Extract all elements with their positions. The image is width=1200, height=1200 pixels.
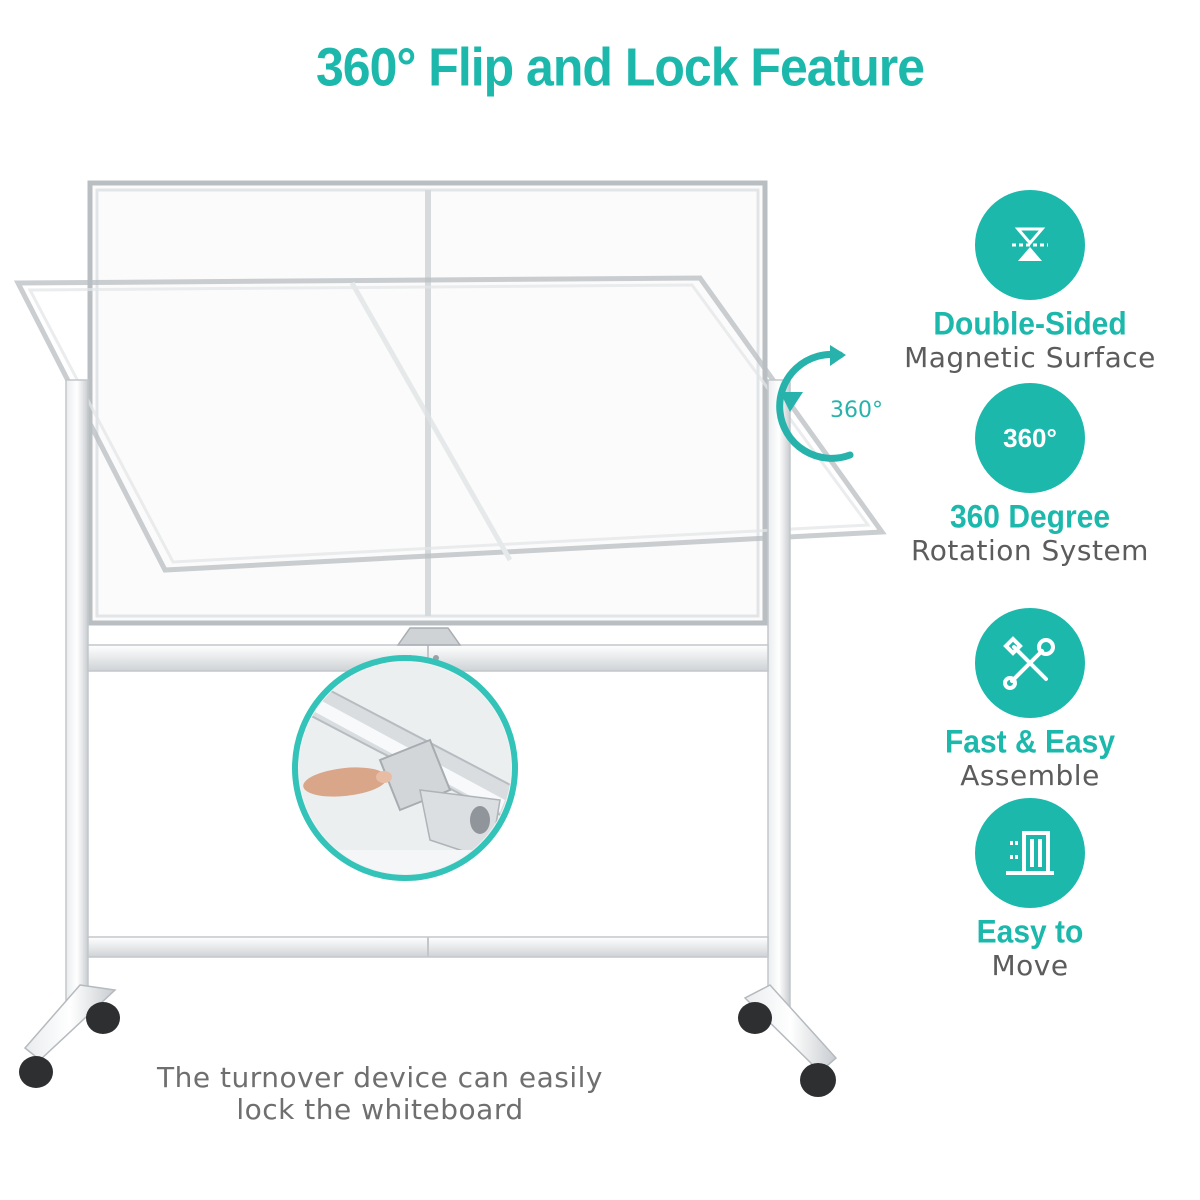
right-leg xyxy=(767,379,791,1011)
lock-caption: The turnover device can easily lock the … xyxy=(100,1062,660,1126)
feature-subtext: Assemble xyxy=(960,759,1100,792)
caption-line-1: The turnover device can easily xyxy=(157,1061,603,1094)
lock-device xyxy=(396,627,462,646)
feature-heading: Double-Sided xyxy=(933,306,1127,343)
hourglass-icon xyxy=(975,190,1085,300)
feature-heading: Easy to xyxy=(976,914,1084,951)
feature-subtext: Magnetic Surface xyxy=(904,341,1156,374)
tilted-board-ghost xyxy=(13,275,887,573)
feature-rotation: 360° 360 Degree Rotation System xyxy=(900,383,1160,567)
whiteboard-illustration xyxy=(13,180,887,1097)
feature-heading: 360 Degree xyxy=(949,499,1111,536)
feature-move: Easy to Move xyxy=(900,798,1160,982)
rotate-arrow-icon xyxy=(776,350,854,462)
rotate-360-icon: 360° xyxy=(975,383,1085,493)
left-leg xyxy=(65,379,89,1011)
lock-closeup xyxy=(292,655,518,881)
feature-heading: Fast & Easy xyxy=(944,724,1116,761)
caption-line-2: lock the whiteboard xyxy=(236,1093,524,1126)
feature-double-sided: Double-Sided Magnetic Surface xyxy=(900,190,1160,374)
door-move-icon xyxy=(975,798,1085,908)
feature-subtext: Rotation System xyxy=(911,534,1149,567)
feature-assemble: Fast & Easy Assemble xyxy=(900,608,1160,792)
feature-subtext: Move xyxy=(991,949,1069,982)
page-title: 360° Flip and Lock Feature xyxy=(315,36,925,98)
wrench-screwdriver-icon xyxy=(975,608,1085,718)
badge-360-text: 360° xyxy=(1003,422,1057,453)
caster-wheels xyxy=(19,1002,836,1097)
rotation-label: 360° xyxy=(830,398,883,423)
